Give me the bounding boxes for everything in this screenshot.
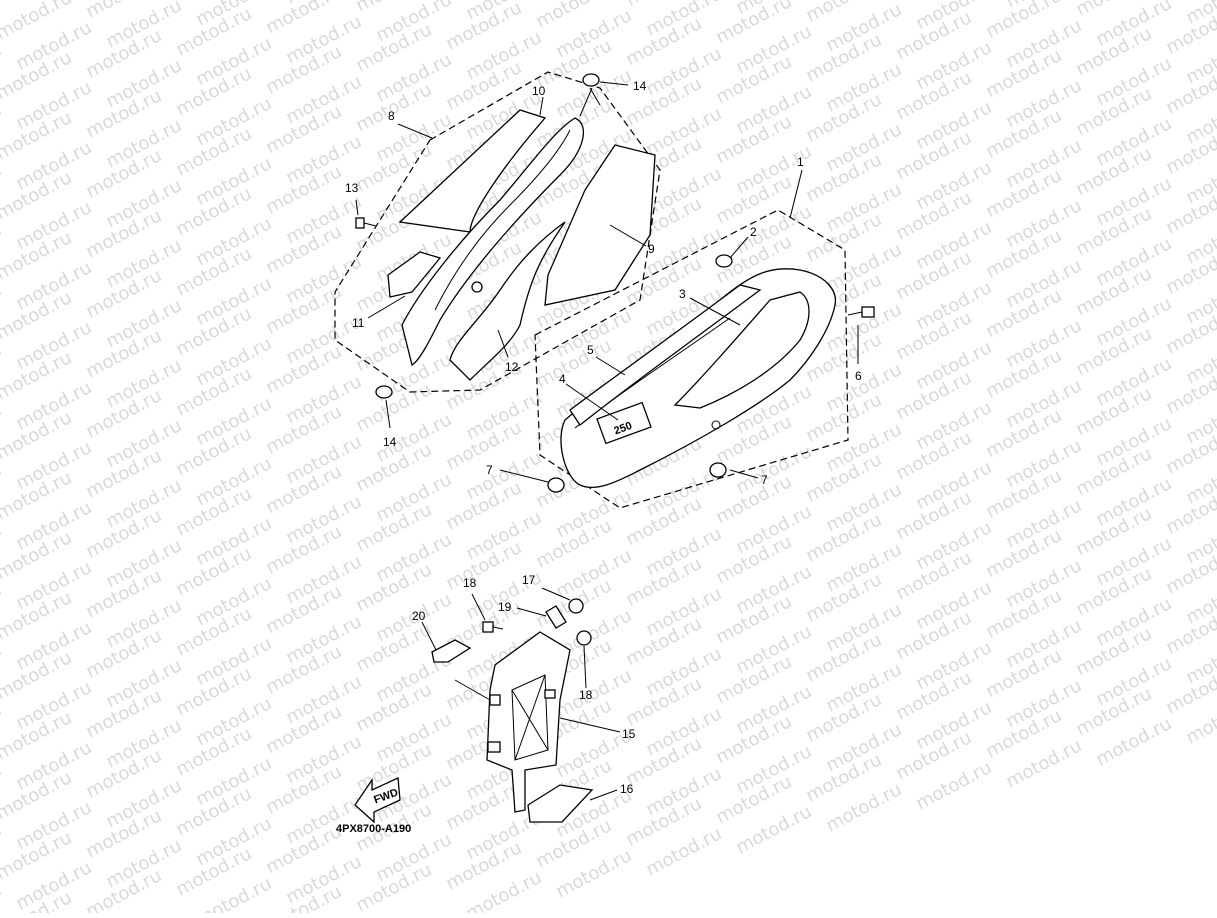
callout-13: 13	[345, 181, 359, 195]
callout-2: 2	[750, 225, 757, 239]
callout-17: 17	[522, 573, 536, 587]
bracket-clip	[488, 742, 500, 752]
callout-7-right: 7	[761, 473, 768, 487]
callout-12: 12	[505, 360, 519, 374]
callout-16: 16	[620, 782, 634, 796]
callout-20: 20	[412, 609, 426, 623]
callout-8: 8	[388, 109, 395, 123]
part-14-grommet-bottom	[376, 386, 392, 398]
callout-1: 1	[797, 155, 804, 169]
part-6-bolt	[848, 307, 874, 317]
callout-15: 15	[622, 727, 636, 741]
callout-11: 11	[352, 316, 365, 330]
cover-mount-hole	[472, 282, 482, 292]
callout-19: 19	[498, 600, 512, 614]
part-2-grommet	[716, 255, 732, 267]
callout-7-left: 7	[486, 463, 493, 477]
callout-14-bottom: 14	[383, 435, 397, 449]
bracket-tab	[490, 695, 500, 705]
callout-6: 6	[855, 369, 862, 383]
callout-18-right: 18	[579, 688, 593, 702]
callout-10: 10	[532, 84, 546, 98]
callout-9: 9	[648, 242, 655, 256]
part-7-damper-right	[710, 463, 726, 477]
bracket-slot	[545, 690, 555, 698]
part-14-grommet-top	[583, 74, 599, 86]
callout-14-top: 14	[633, 79, 647, 93]
callout-3: 3	[679, 287, 686, 301]
callout-5: 5	[587, 343, 594, 357]
callout-4: 4	[559, 372, 566, 386]
part-17-nut	[569, 599, 583, 613]
part-18-nut	[577, 631, 591, 645]
diagram-code: 4PX8700-A190	[336, 823, 411, 835]
callout-18-top: 18	[463, 576, 477, 590]
part-7-damper-left	[548, 478, 564, 492]
